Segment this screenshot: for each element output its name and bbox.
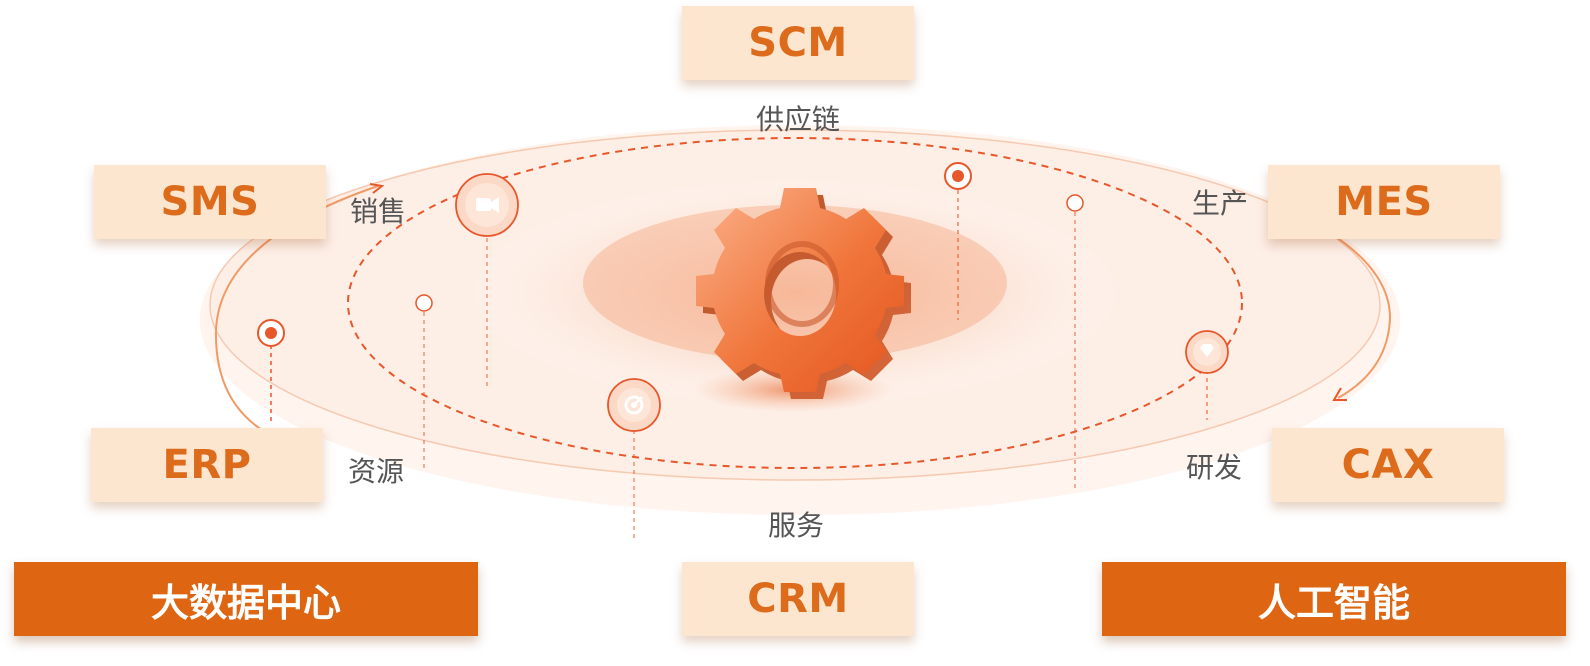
label-supply-chain: 供应链 xyxy=(756,103,841,136)
right-arrow-icon xyxy=(1332,387,1347,401)
small-dot-icon xyxy=(1066,194,1084,212)
label-production: 生产 xyxy=(1192,187,1249,220)
small-dot-icon xyxy=(415,294,433,312)
label-service: 服务 xyxy=(768,509,825,542)
crm-box[interactable]: CRM xyxy=(682,562,914,636)
target-icon xyxy=(607,378,661,432)
video-icon xyxy=(455,173,519,237)
inner-orbit xyxy=(583,205,1007,361)
erp-box[interactable]: ERP xyxy=(91,428,323,502)
big-data-center-box[interactable]: 大数据中心 xyxy=(14,562,478,636)
sms-box[interactable]: SMS xyxy=(94,165,326,239)
label-resources: 资源 xyxy=(348,455,405,488)
gear-icon xyxy=(696,188,911,399)
scm-box[interactable]: SCM xyxy=(682,6,914,80)
right-arc xyxy=(1295,213,1392,399)
dot-icon xyxy=(257,319,285,347)
left-arrow-icon xyxy=(369,183,385,194)
label-rnd: 研发 xyxy=(1186,451,1243,484)
ai-box[interactable]: 人工智能 xyxy=(1102,562,1566,636)
cax-box[interactable]: CAX xyxy=(1272,428,1504,502)
label-sales: 销售 xyxy=(350,195,407,228)
dashed-orbit xyxy=(347,137,1243,469)
mes-box[interactable]: MES xyxy=(1268,165,1500,239)
dot-icon xyxy=(944,162,972,190)
diamond-icon xyxy=(1185,330,1229,374)
